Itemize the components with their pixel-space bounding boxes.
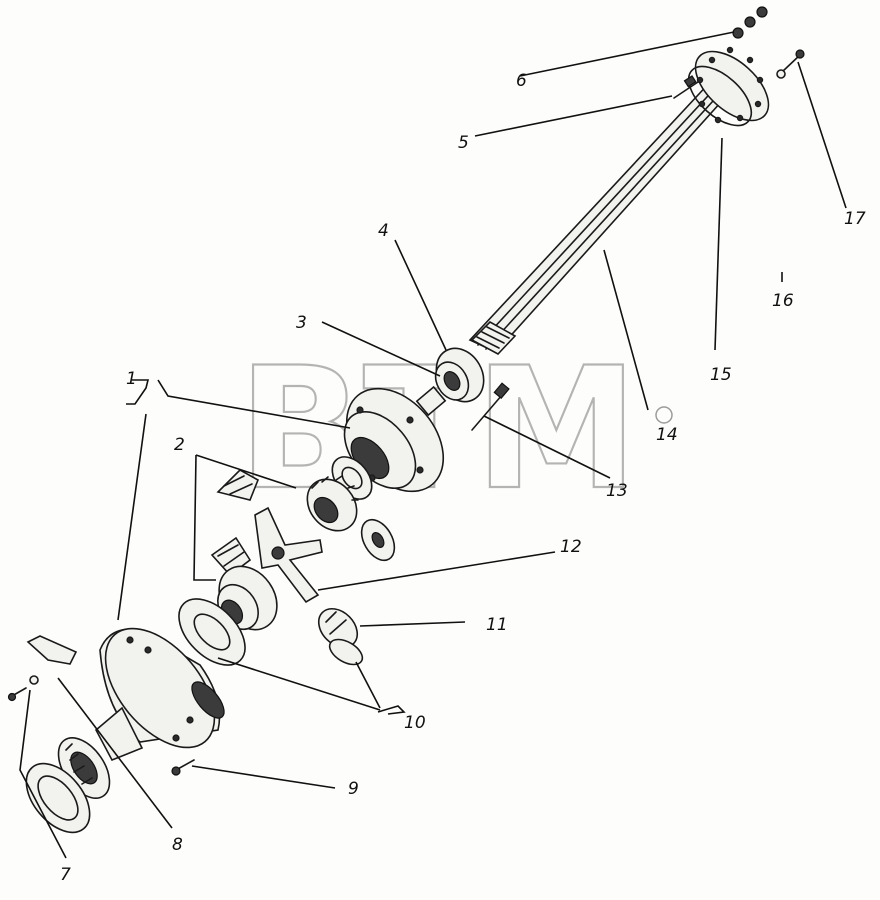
leader-lines bbox=[19, 31, 847, 859]
flange-stud bbox=[673, 75, 699, 99]
callout-9: 9 bbox=[348, 779, 359, 799]
washer-lower bbox=[328, 638, 364, 666]
callout-15: 15 bbox=[710, 365, 732, 385]
flange-bolt bbox=[776, 49, 805, 79]
callout-labels: 1 2 3 4 5 6 7 8 9 10 11 12 13 14 15 16 1… bbox=[60, 71, 866, 885]
small-bolt bbox=[7, 675, 39, 702]
pinion-gear-lower bbox=[317, 607, 359, 649]
callout-14: 14 bbox=[656, 425, 678, 445]
axle-shaft bbox=[468, 78, 732, 355]
side-gear-upper bbox=[306, 475, 359, 532]
pinion-gear-top bbox=[216, 469, 260, 501]
callout-8: 8 bbox=[172, 835, 183, 855]
callout-3: 3 bbox=[296, 313, 307, 333]
callout-16: 16 bbox=[772, 291, 794, 311]
differential-case-lower bbox=[94, 627, 225, 762]
callout-11: 11 bbox=[486, 615, 508, 635]
flange-nuts bbox=[732, 6, 768, 39]
callout-12: 12 bbox=[560, 537, 582, 557]
callout-6: 6 bbox=[516, 71, 527, 91]
lock-plate bbox=[26, 635, 78, 665]
bearing-cup bbox=[25, 762, 91, 834]
callout-13: 13 bbox=[606, 481, 628, 501]
axle-bearing bbox=[434, 347, 485, 403]
callout-7: 7 bbox=[60, 865, 71, 885]
callout-4: 4 bbox=[378, 221, 389, 241]
pinion-gear-right bbox=[360, 518, 396, 562]
thrust-washer-lower bbox=[178, 598, 246, 666]
callout-5: 5 bbox=[458, 133, 469, 153]
callout-1: 1 bbox=[126, 369, 137, 389]
axle-flange bbox=[687, 46, 770, 127]
housing-bolt bbox=[471, 382, 510, 431]
callout-2: 2 bbox=[174, 435, 185, 455]
registered-mark-icon bbox=[655, 406, 673, 424]
callout-17: 17 bbox=[844, 209, 866, 229]
case-bolt bbox=[171, 759, 195, 776]
callout-10: 10 bbox=[404, 713, 426, 733]
spider-cross bbox=[254, 506, 323, 604]
